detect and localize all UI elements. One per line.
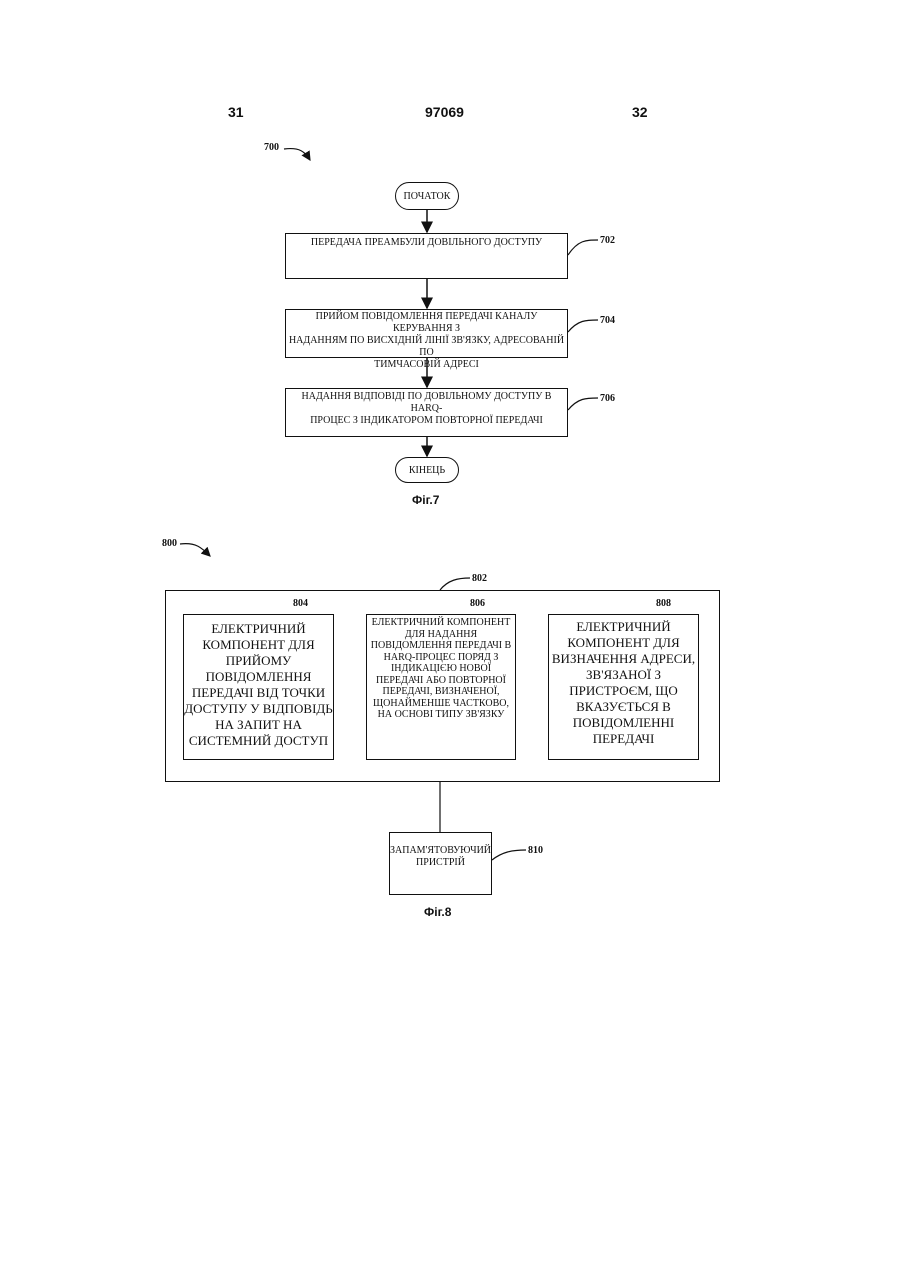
- component-808-line: КОМПОНЕНТ ДЛЯ: [549, 635, 698, 651]
- step-706-text: НАДАННЯ ВІДПОВІДІ ПО ДОВІЛЬНОМУ ДОСТУПУ …: [285, 391, 568, 427]
- component-806-line: ІНДИКАЦІЄЮ НОВОЇ: [367, 663, 515, 675]
- component-806-line: ЩОНАЙМЕНШЕ ЧАСТКОВО,: [367, 698, 515, 710]
- component-806-line: ЕЛЕКТРИЧНИЙ КОМПОНЕНТ: [367, 617, 515, 629]
- end-terminal: КІНЕЦЬ: [395, 457, 459, 483]
- step-706-line: НАДАННЯ ВІДПОВІДІ ПО ДОВІЛЬНОМУ ДОСТУПУ …: [285, 391, 568, 415]
- step-706-ref: 706: [600, 393, 615, 404]
- container-ref-802: 802: [472, 573, 487, 584]
- component-808-line: ЕЛЕКТРИЧНИЙ: [549, 619, 698, 635]
- component-808-line: ВИЗНАЧЕННЯ АДРЕСИ,: [549, 651, 698, 667]
- fig8-ref-arrow: [180, 544, 210, 556]
- component-808-line: ПОВІДОМЛЕННІ: [549, 715, 698, 731]
- component-808-line: ПЕРЕДАЧІ: [549, 731, 698, 747]
- component-808-line: ВКАЗУЄТЬСЯ В: [549, 699, 698, 715]
- component-806-ref: 806: [470, 598, 485, 609]
- leader-706: [568, 398, 598, 410]
- fig8-ref: 800: [162, 538, 177, 549]
- component-806-line: НА ОСНОВІ ТИПУ ЗВ'ЯЗКУ: [367, 709, 515, 721]
- component-804-line: ЕЛЕКТРИЧНИЙ: [184, 621, 333, 637]
- component-808: ЕЛЕКТРИЧНИЙ КОМПОНЕНТ ДЛЯ ВИЗНАЧЕННЯ АДР…: [548, 614, 699, 760]
- component-804-line: ПЕРЕДАЧІ ВІД ТОЧКИ: [184, 685, 333, 701]
- component-806: ЕЛЕКТРИЧНИЙ КОМПОНЕНТ ДЛЯ НАДАННЯ ПОВІДО…: [366, 614, 516, 760]
- component-806-line: HARQ-ПРОЦЕС ПОРЯД З: [367, 652, 515, 664]
- memory-line: ПРИСТРІЙ: [390, 857, 491, 869]
- component-804-line: НА ЗАПИТ НА: [184, 717, 333, 733]
- fig8-caption: Фіг.8: [424, 905, 451, 919]
- component-806-line: ПЕРЕДАЧІ, ВИЗНАЧЕНОЇ,: [367, 686, 515, 698]
- step-704-line: ПРИЙОМ ПОВІДОМЛЕННЯ ПЕРЕДАЧІ КАНАЛУ КЕРУ…: [285, 311, 568, 335]
- leader-810: [492, 850, 526, 860]
- leader-702: [568, 240, 598, 255]
- component-804-line: ПРИЙОМУ: [184, 653, 333, 669]
- component-808-ref: 808: [656, 598, 671, 609]
- component-806-line: ДЛЯ НАДАННЯ: [367, 629, 515, 641]
- leader-704: [568, 320, 598, 332]
- component-804-line: ДОСТУПУ У ВІДПОВІДЬ: [184, 701, 333, 717]
- step-702-text: ПЕРЕДАЧА ПРЕАМБУЛИ ДОВІЛЬНОГО ДОСТУПУ: [285, 237, 568, 249]
- fig7-ref: 700: [264, 142, 279, 153]
- step-704-line: ТИМЧАСОВІЙ АДРЕСІ: [285, 359, 568, 371]
- memory-ref-810: 810: [528, 845, 543, 856]
- component-808-line: ЗВ'ЯЗАНОЇ З: [549, 667, 698, 683]
- component-804: ЕЛЕКТРИЧНИЙ КОМПОНЕНТ ДЛЯ ПРИЙОМУ ПОВІДО…: [183, 614, 334, 760]
- component-806-line: ПЕРЕДАЧІ АБО ПОВТОРНОЇ: [367, 675, 515, 687]
- memory-line: ЗАПАМ'ЯТОВУЮЧИЙ: [390, 845, 491, 857]
- start-label: ПОЧАТОК: [404, 191, 451, 202]
- step-704-line: НАДАННЯМ ПО ВИСХІДНІЙ ЛІНІЇ ЗВ'ЯЗКУ, АДР…: [285, 335, 568, 359]
- start-terminal: ПОЧАТОК: [395, 182, 459, 210]
- component-804-line: ПОВІДОМЛЕННЯ: [184, 669, 333, 685]
- end-label: КІНЕЦЬ: [409, 465, 445, 476]
- fig7-caption: Фіг.7: [412, 493, 439, 507]
- step-704-ref: 704: [600, 315, 615, 326]
- component-806-line: ПОВІДОМЛЕННЯ ПЕРЕДАЧІ В: [367, 640, 515, 652]
- step-702-ref: 702: [600, 235, 615, 246]
- leader-802: [440, 578, 470, 590]
- component-808-line: ПРИСТРОЄМ, ЩО: [549, 683, 698, 699]
- memory-810: ЗАПАМ'ЯТОВУЮЧИЙ ПРИСТРІЙ: [389, 832, 492, 895]
- component-804-line: СИСТЕМНИЙ ДОСТУП: [184, 733, 333, 749]
- component-804-ref: 804: [293, 598, 308, 609]
- fig7-ref-arrow: [284, 149, 310, 160]
- step-706-line: ПРОЦЕС З ІНДИКАТОРОМ ПОВТОРНОЇ ПЕРЕДАЧІ: [285, 415, 568, 427]
- component-804-line: КОМПОНЕНТ ДЛЯ: [184, 637, 333, 653]
- step-704-text: ПРИЙОМ ПОВІДОМЛЕННЯ ПЕРЕДАЧІ КАНАЛУ КЕРУ…: [285, 311, 568, 371]
